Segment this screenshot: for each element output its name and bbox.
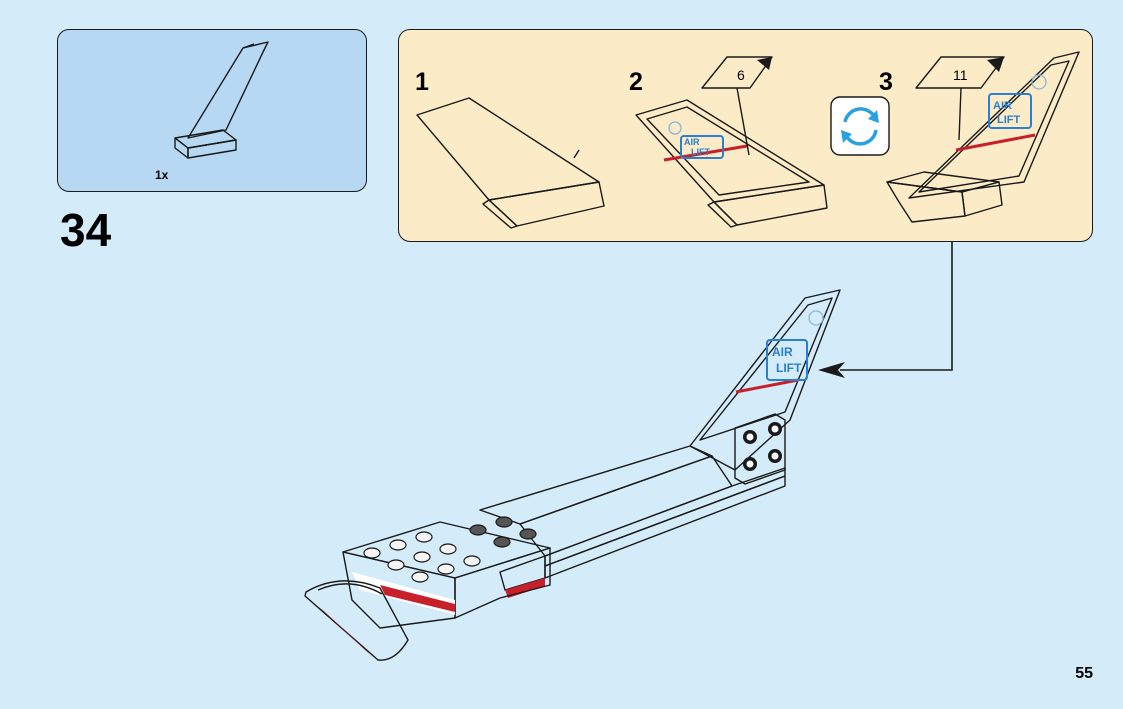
dark-brick-cluster [343, 517, 550, 628]
main-sticker-line1: AIR [772, 345, 793, 359]
fuselage-beam [480, 446, 785, 598]
vertical-tail-fin: AIR LIFT [690, 290, 840, 470]
assembly-arrow [818, 242, 952, 378]
page-number: 55 [1075, 665, 1093, 683]
stud-plate-2x2 [735, 414, 785, 484]
main-sticker-line2: LIFT [776, 361, 802, 375]
